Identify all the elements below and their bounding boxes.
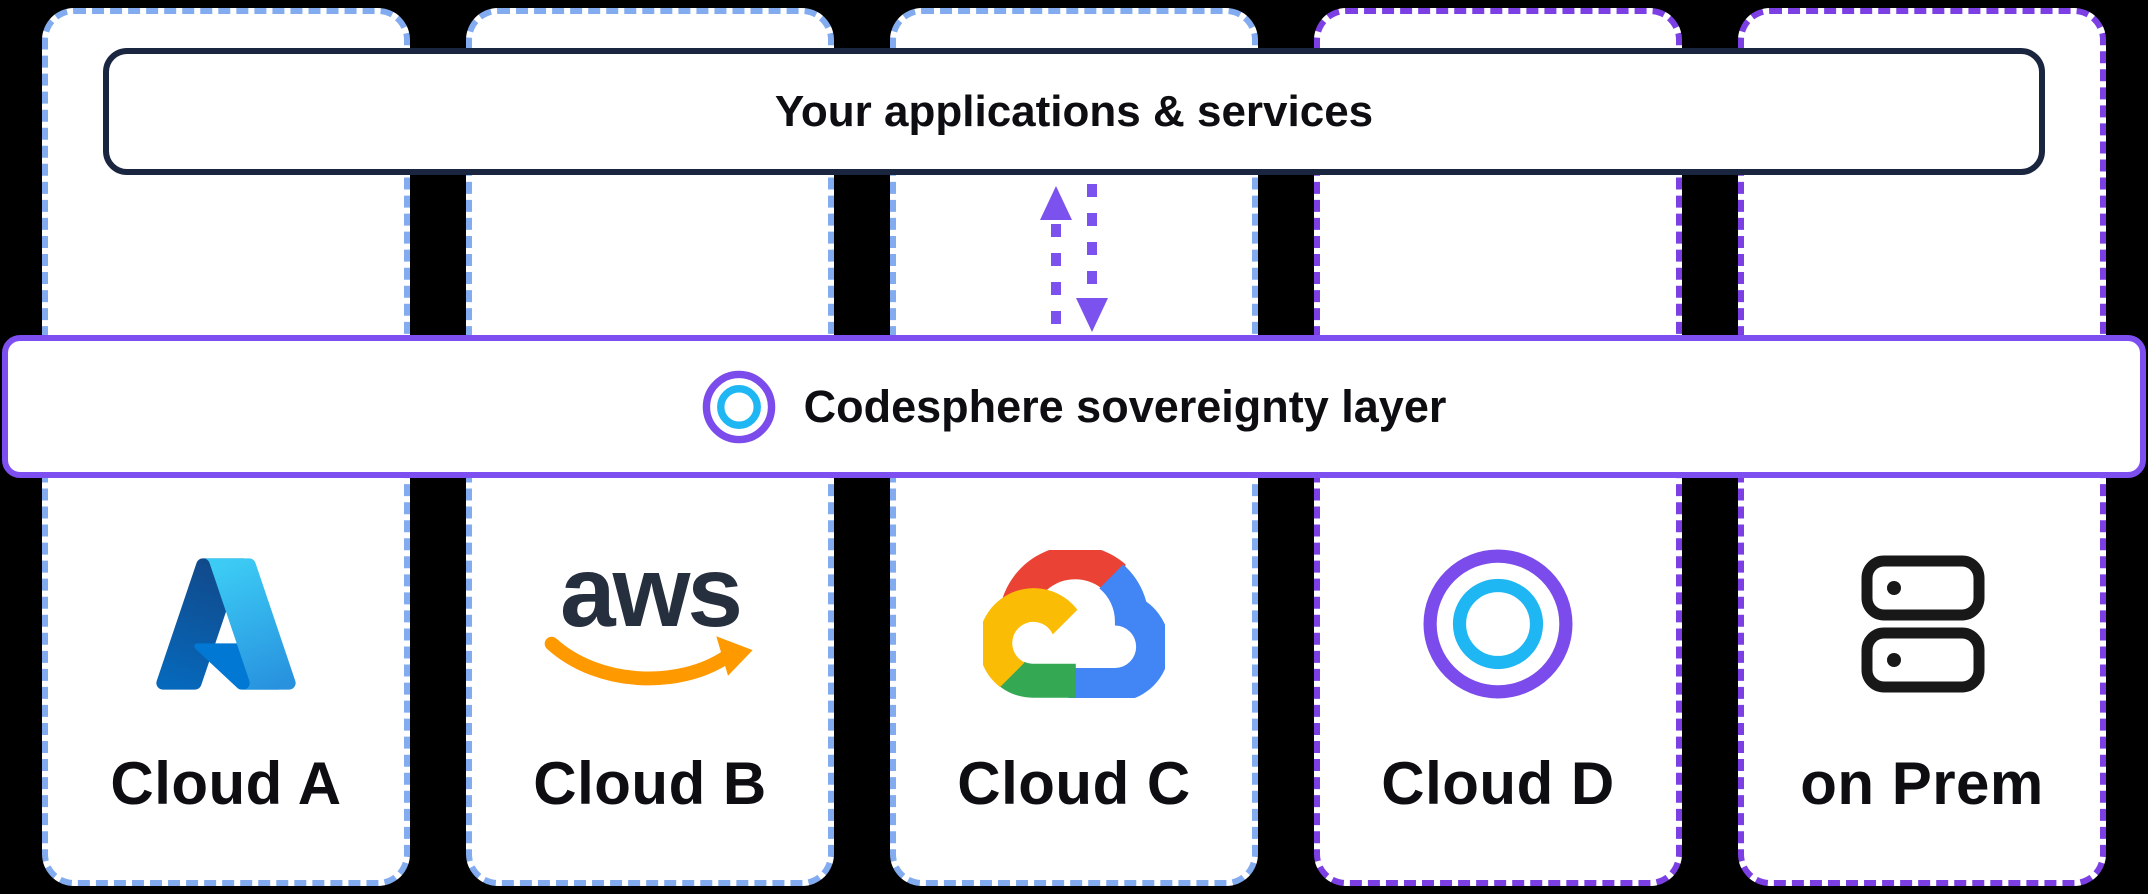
- applications-services-label: Your applications & services: [774, 86, 1374, 136]
- bidirectional-sync-arrow-icon: [1039, 184, 1109, 339]
- column-label: Cloud C: [957, 750, 1191, 817]
- applications-services-bar: Your applications & services: [103, 48, 2045, 175]
- server-icon: [1847, 536, 1997, 711]
- sovereignty-layer-label: Codesphere sovereignty layer: [803, 380, 1447, 432]
- codesphere-logo-icon: [1422, 536, 1574, 711]
- google-cloud-logo-icon: [983, 536, 1165, 711]
- column-label: Cloud A: [110, 750, 342, 817]
- column-label: Cloud B: [533, 750, 767, 817]
- sovereignty-layer-bar: Codesphere sovereignty layer: [2, 335, 2146, 478]
- aws-logo-icon: aws: [542, 536, 758, 711]
- column-label: Cloud D: [1381, 750, 1615, 817]
- codesphere-ring-icon: [702, 370, 776, 444]
- aws-wordmark: aws: [559, 535, 743, 648]
- azure-logo-icon: [150, 536, 302, 711]
- column-label: on Prem: [1800, 750, 2044, 817]
